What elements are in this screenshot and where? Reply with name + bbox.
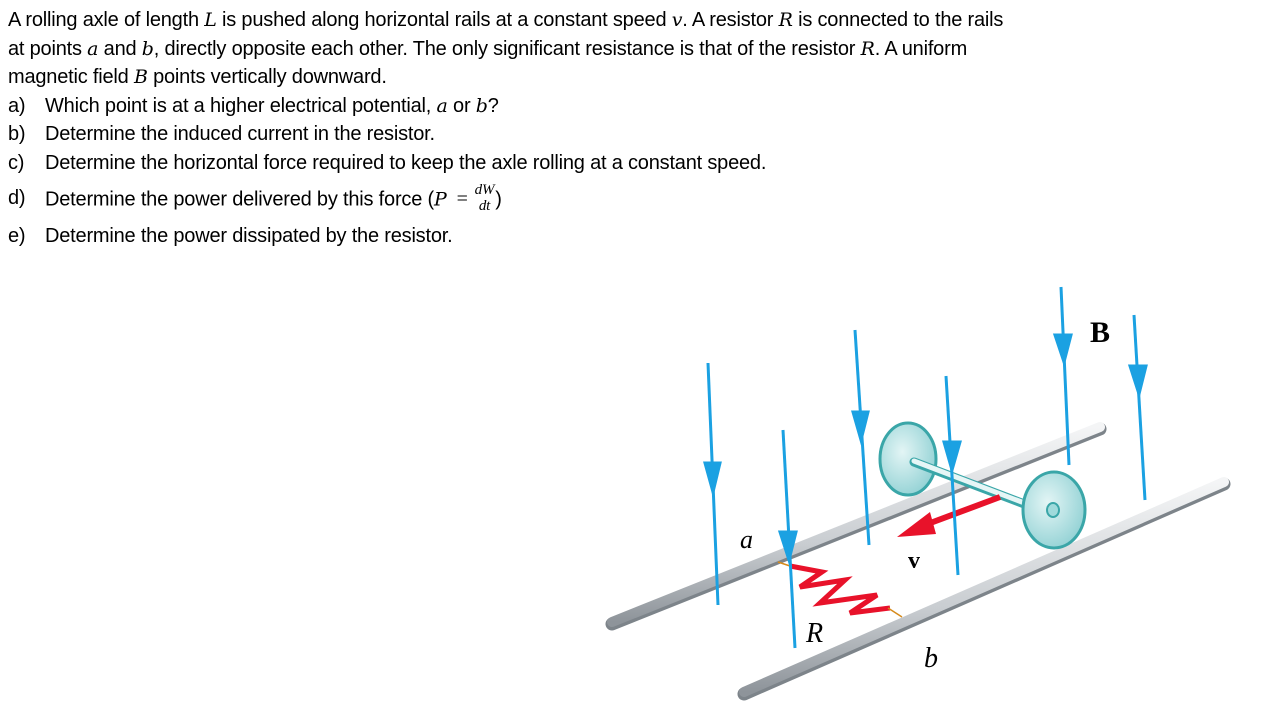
text: magnetic field <box>8 66 134 89</box>
question-label: d) <box>8 186 26 209</box>
var-v: v <box>671 9 683 31</box>
question-text: Determine the horizontal force required … <box>45 151 767 174</box>
question-text: Determine the induced current in the res… <box>45 123 435 146</box>
rail-b-highlight <box>739 477 1229 697</box>
field-line <box>1132 314 1147 501</box>
wheel-back <box>878 421 938 497</box>
text: ) <box>495 187 502 210</box>
text: and <box>98 37 142 60</box>
question-d: d) Determine the power delivered by this … <box>8 182 1258 216</box>
field-line <box>944 375 960 576</box>
question-text: Determine the power dissipated by the re… <box>45 224 453 247</box>
axle-highlight <box>911 458 1043 512</box>
text: at points <box>8 37 88 60</box>
var-b: b <box>475 94 488 117</box>
var-B: B <box>133 66 148 89</box>
text: . A resistor <box>682 9 779 31</box>
label-R: R <box>805 618 823 649</box>
var-b: b <box>141 37 154 60</box>
label-b: b <box>924 643 938 674</box>
field-arrowhead-icon <box>703 461 722 498</box>
velocity-arrow <box>923 494 1002 528</box>
rail-a-highlight <box>607 422 1105 627</box>
label-a: a <box>740 525 753 554</box>
var-P: P <box>433 187 447 210</box>
intro-line-3: magnetic field B points vertically downw… <box>8 63 1258 92</box>
question-c: c) Determine the horizontal force require… <box>8 149 1258 178</box>
var-a: a <box>87 37 99 60</box>
problem-text: A rolling axle of length L is pushed alo… <box>8 6 1258 250</box>
question-label: c) <box>8 151 25 174</box>
magnetic-field-lines-front <box>777 375 962 649</box>
field-arrowhead-icon <box>1052 333 1073 368</box>
text: A rolling axle of length <box>8 9 205 31</box>
question-label: a) <box>8 94 26 117</box>
field-arrowhead-icon <box>942 440 962 476</box>
denominator: dt <box>478 197 491 214</box>
question-label: e) <box>8 224 26 247</box>
numerator: dW <box>474 181 495 198</box>
velocity-arrowhead-icon <box>897 512 936 537</box>
var-L: L <box>204 9 217 31</box>
intro-line-2: at points a and b, directly opposite eac… <box>8 35 1258 64</box>
equals-sign: = <box>456 187 468 210</box>
text: is pushed along horizontal rails at a co… <box>216 9 672 31</box>
label-B: B <box>1090 316 1110 349</box>
question-b: b) Determine the induced current in the r… <box>8 120 1258 149</box>
resistor-lead <box>777 561 791 567</box>
text: ? <box>487 94 499 117</box>
field-arrowhead-icon <box>1127 364 1148 400</box>
text: or <box>447 94 476 117</box>
resistor <box>789 563 891 616</box>
var-R: R <box>860 37 875 60</box>
text: Which point is at a higher electrical po… <box>45 94 437 117</box>
field-arrowhead-icon <box>777 530 798 566</box>
magnetic-field-lines <box>703 286 1148 606</box>
question-a: a) Which point is at a higher electrical … <box>8 92 1258 121</box>
question-label: b) <box>8 123 26 146</box>
var-R: R <box>778 9 793 31</box>
intro-line-1: A rolling axle of length L is pushed alo… <box>8 6 1258 35</box>
question-text: Determine the power delivered by this fo… <box>45 187 434 210</box>
text: , directly opposite each other. The only… <box>153 37 861 60</box>
text: points vertically downward. <box>147 66 387 89</box>
var-a: a <box>436 94 448 117</box>
field-arrowhead-icon <box>851 410 870 446</box>
text: is connected to the rails <box>792 9 1004 31</box>
field-line <box>1059 286 1071 466</box>
label-v: v <box>908 548 920 574</box>
resistor-lead <box>887 607 903 618</box>
question-e: e) Determine the power dissipated by the … <box>8 222 1258 251</box>
text: . A uniform <box>874 37 968 60</box>
wheel-hub <box>1046 502 1060 518</box>
